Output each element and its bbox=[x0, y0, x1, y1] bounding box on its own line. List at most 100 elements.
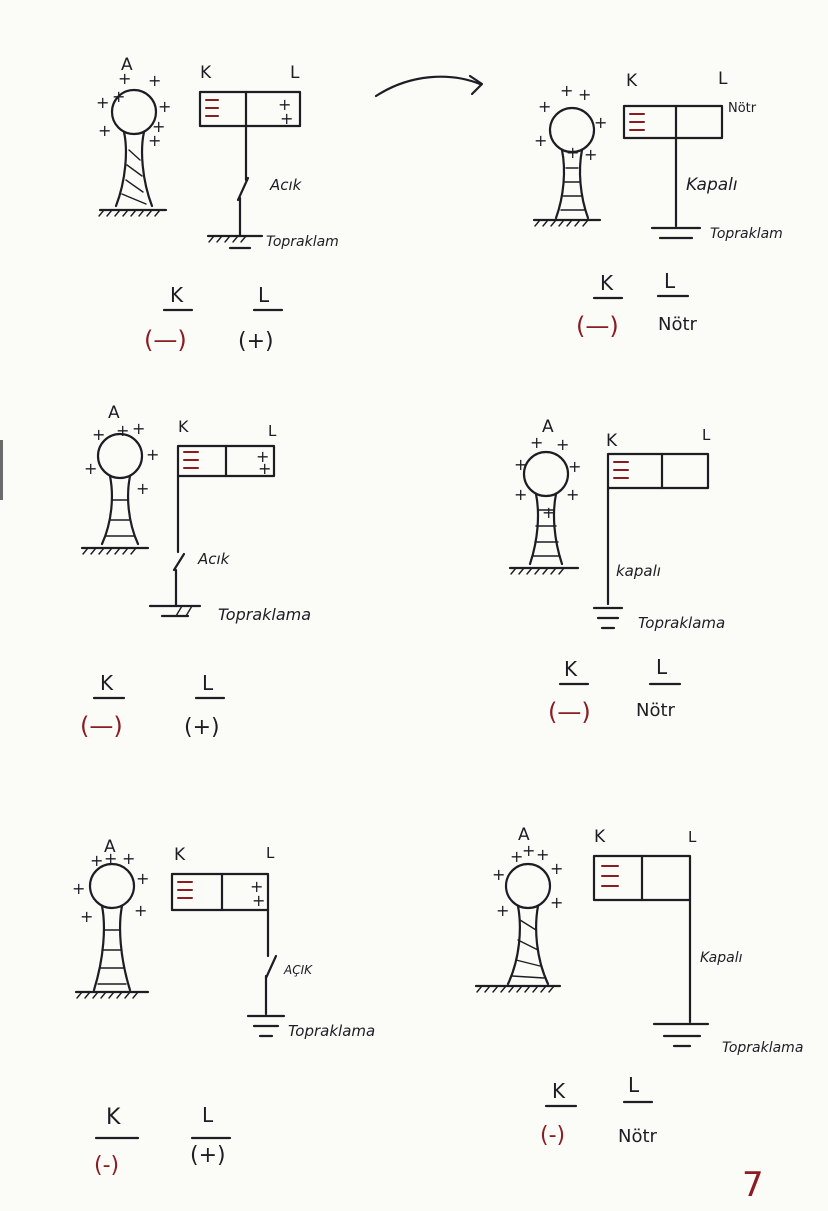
svg-text:+: + bbox=[550, 893, 563, 912]
svg-text:+: + bbox=[496, 901, 509, 920]
svg-text:(—): (—) bbox=[80, 712, 123, 740]
svg-text:K: K bbox=[600, 271, 614, 295]
result-l: L Nötr bbox=[636, 655, 682, 721]
svg-text:+: + bbox=[72, 879, 85, 898]
panel-2: ++ ++ ++ + K L Nötr Kapalı Topraklam K (… bbox=[532, 69, 783, 340]
svg-text:+: + bbox=[116, 421, 129, 440]
ground-wire-closed bbox=[650, 136, 702, 240]
grounding-label: Topraklama bbox=[638, 614, 725, 632]
result-k: K (-) bbox=[540, 1079, 578, 1148]
svg-text:+: + bbox=[136, 479, 149, 498]
panel-5: ++ ++ ++ + A K L ++ AÇIK Topraklama K (-… bbox=[72, 837, 375, 1178]
conductor-label-l: L bbox=[718, 69, 728, 89]
grounding-label: Topraklama bbox=[288, 1022, 375, 1040]
svg-text:(—): (—) bbox=[144, 326, 187, 354]
ground-wire-switch bbox=[246, 908, 286, 1038]
conductor-kl bbox=[592, 854, 692, 902]
svg-text:+: + bbox=[584, 145, 597, 164]
svg-text:+: + bbox=[278, 95, 291, 114]
svg-text:L: L bbox=[202, 671, 214, 695]
grounding-label: Topraklama bbox=[722, 1040, 803, 1056]
conductor-kl: ++ bbox=[198, 90, 302, 128]
svg-text:+: + bbox=[522, 841, 535, 860]
sphere-plus-charges: ++ ++ ++ ++ bbox=[96, 69, 171, 150]
switch-state-label: Kapalı bbox=[700, 950, 743, 966]
svg-text:+: + bbox=[96, 93, 109, 112]
page-edge-shadow bbox=[0, 440, 3, 500]
svg-text:L: L bbox=[628, 1073, 640, 1097]
ground-wire-switch bbox=[206, 124, 264, 250]
svg-text:K: K bbox=[564, 657, 578, 681]
svg-text:+: + bbox=[510, 847, 523, 866]
electroscope-sphere bbox=[74, 862, 150, 999]
svg-text:+: + bbox=[538, 97, 551, 116]
svg-text:+: + bbox=[594, 113, 607, 132]
conductor-kl: ++ bbox=[170, 872, 270, 912]
result-k: K (—) bbox=[548, 657, 591, 726]
svg-text:+: + bbox=[146, 445, 159, 464]
svg-text:(—): (—) bbox=[548, 698, 591, 726]
svg-text:+: + bbox=[80, 907, 93, 926]
svg-text:+: + bbox=[112, 87, 125, 106]
svg-text:+: + bbox=[152, 117, 165, 136]
sphere-label-a: A bbox=[104, 837, 116, 857]
svg-text:K: K bbox=[100, 671, 114, 695]
svg-text:+: + bbox=[578, 85, 591, 104]
conductor-label-k: K bbox=[594, 827, 606, 847]
ground-wire-closed bbox=[652, 898, 710, 1048]
svg-text:+: + bbox=[84, 459, 97, 478]
svg-text:+: + bbox=[148, 131, 161, 150]
svg-text:+: + bbox=[258, 459, 271, 478]
sphere-plus-charges: ++ ++ ++ + bbox=[514, 433, 581, 522]
ground-wire-closed bbox=[592, 486, 624, 630]
sphere-label-a: A bbox=[108, 403, 120, 423]
electroscope-sphere bbox=[98, 88, 168, 217]
svg-text:+: + bbox=[158, 97, 171, 116]
grounding-label: Topraklama bbox=[218, 605, 311, 624]
switch-state-label: Kapalı bbox=[686, 175, 738, 195]
svg-text:+: + bbox=[530, 433, 543, 452]
svg-text:+: + bbox=[568, 457, 581, 476]
grounding-label: Topraklam bbox=[710, 226, 783, 242]
svg-text:+: + bbox=[280, 109, 293, 128]
conductor-kl bbox=[606, 452, 710, 490]
svg-text:+: + bbox=[92, 425, 105, 444]
svg-text:+: + bbox=[514, 455, 527, 474]
right-arrow-icon bbox=[374, 74, 484, 98]
svg-text:Nötr: Nötr bbox=[658, 314, 698, 335]
result-l: L Nötr bbox=[618, 1073, 658, 1147]
sphere-label-a: A bbox=[518, 825, 530, 845]
svg-text:Nötr: Nötr bbox=[618, 1126, 658, 1147]
svg-text:+: + bbox=[252, 891, 265, 910]
svg-text:(+): (+) bbox=[238, 329, 274, 354]
sphere-plus-charges: ++ ++ ++ bbox=[84, 419, 159, 498]
svg-text:+: + bbox=[134, 901, 147, 920]
switch-state-label: Acık bbox=[269, 176, 303, 194]
svg-text:+: + bbox=[550, 859, 563, 878]
sphere-plus-charges: ++ ++ ++ + bbox=[492, 841, 563, 920]
result-k: K (—) bbox=[576, 271, 624, 340]
conductor-label-k: K bbox=[626, 71, 638, 91]
electroscope-sphere bbox=[508, 450, 580, 575]
svg-text:+: + bbox=[136, 869, 149, 888]
sphere-label-a: A bbox=[542, 417, 554, 437]
result-k: K (—) bbox=[144, 283, 194, 354]
svg-text:Nötr: Nötr bbox=[636, 700, 676, 721]
svg-text:(+): (+) bbox=[190, 1143, 226, 1168]
svg-text:+: + bbox=[104, 849, 117, 868]
svg-text:+: + bbox=[90, 851, 103, 870]
page-number: 7 bbox=[742, 1165, 764, 1205]
conductor-label-l: L bbox=[266, 844, 275, 862]
svg-text:+: + bbox=[492, 865, 505, 884]
svg-text:+: + bbox=[148, 71, 161, 90]
sphere-plus-charges: ++ ++ ++ + bbox=[72, 849, 149, 926]
result-l: L (+) bbox=[190, 1103, 232, 1168]
result-l: L (+) bbox=[184, 671, 226, 740]
neutral-state-label: Nötr bbox=[728, 101, 757, 116]
svg-text:+: + bbox=[250, 877, 263, 896]
svg-text:+: + bbox=[514, 485, 527, 504]
conductor-label-l: L bbox=[688, 828, 697, 846]
svg-text:K: K bbox=[552, 1079, 566, 1103]
result-l: L (+) bbox=[238, 283, 284, 354]
